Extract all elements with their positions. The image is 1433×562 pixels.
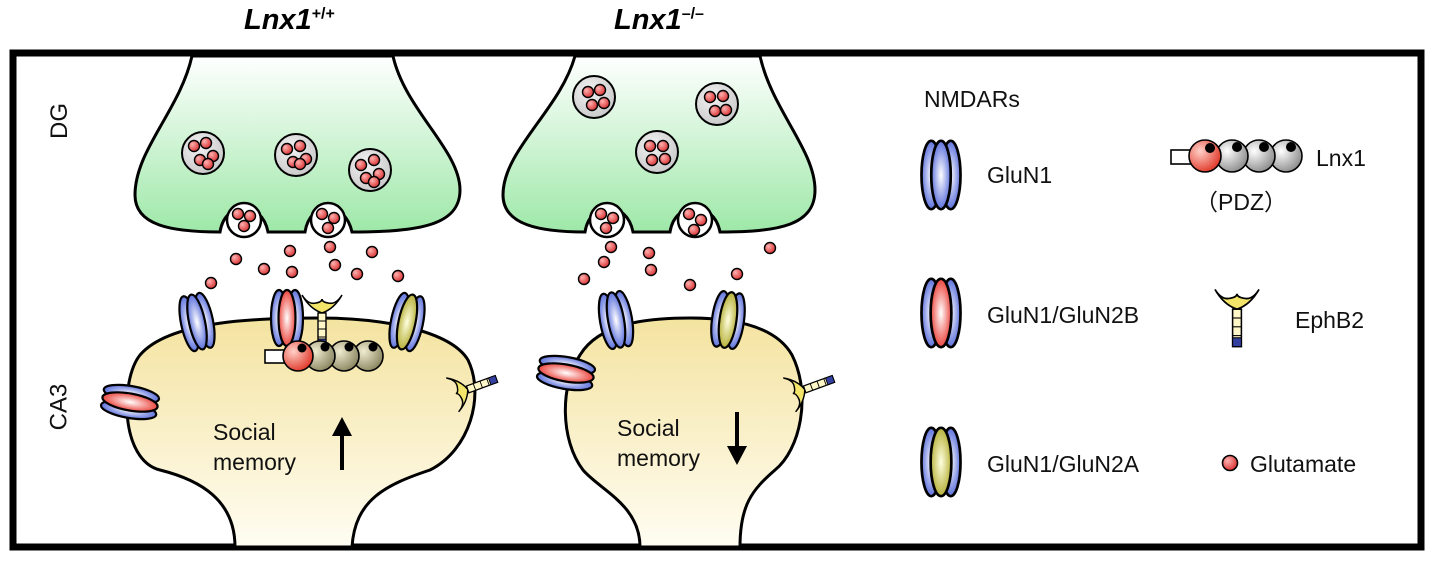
legend <box>920 139 1303 498</box>
region-label-ca3: CA3 <box>45 383 73 431</box>
legend-glutamate-label: Glutamate <box>1250 451 1357 477</box>
legend-lnx1-label: Lnx1 <box>1316 145 1366 171</box>
knockout-down-arrow-icon <box>727 412 747 465</box>
legend-gluN2B-icon <box>920 277 962 349</box>
wildtype-up-arrow-icon <box>332 417 352 470</box>
legend-gluN2A-icon <box>920 426 962 498</box>
knockout-released-glutamate <box>577 240 777 292</box>
wildtype-title: Lnx1+/+ <box>244 4 335 36</box>
knockout-behavior-line2: memory <box>617 445 701 471</box>
wildtype-behavior-line1: Social <box>213 419 276 445</box>
knockout-postsynaptic-spine <box>563 316 804 549</box>
knockout-synapse <box>501 54 841 549</box>
wildtype-released-glutamate <box>204 240 405 290</box>
legend-gluN2A-label: GluN1/GluN2A <box>987 451 1140 477</box>
legend-lnx1-icon <box>1170 139 1303 173</box>
wildtype-synapse <box>98 54 504 549</box>
legend-gluN1-icon <box>920 139 962 211</box>
knockout-behavior-line1: Social <box>617 415 680 441</box>
knockout-title: Lnx1–/– <box>614 4 704 36</box>
legend-ephb2-label: EphB2 <box>1295 307 1365 333</box>
wildtype-behavior-line2: memory <box>213 449 297 475</box>
legend-pdz-label: （PDZ） <box>1195 189 1287 215</box>
region-label-dg: DG <box>46 103 73 139</box>
wildtype-lnx1-protein <box>264 340 384 372</box>
legend-gluN1-label: GluN1 <box>987 162 1053 188</box>
legend-ephb2-icon <box>1214 288 1260 348</box>
legend-glutamate-icon <box>1221 454 1239 472</box>
legend-gluN2B-label: GluN1/GluN2B <box>987 302 1140 328</box>
wildtype-gluN2B-receptor <box>269 288 305 348</box>
legend-header: NMDARs <box>924 86 1020 112</box>
